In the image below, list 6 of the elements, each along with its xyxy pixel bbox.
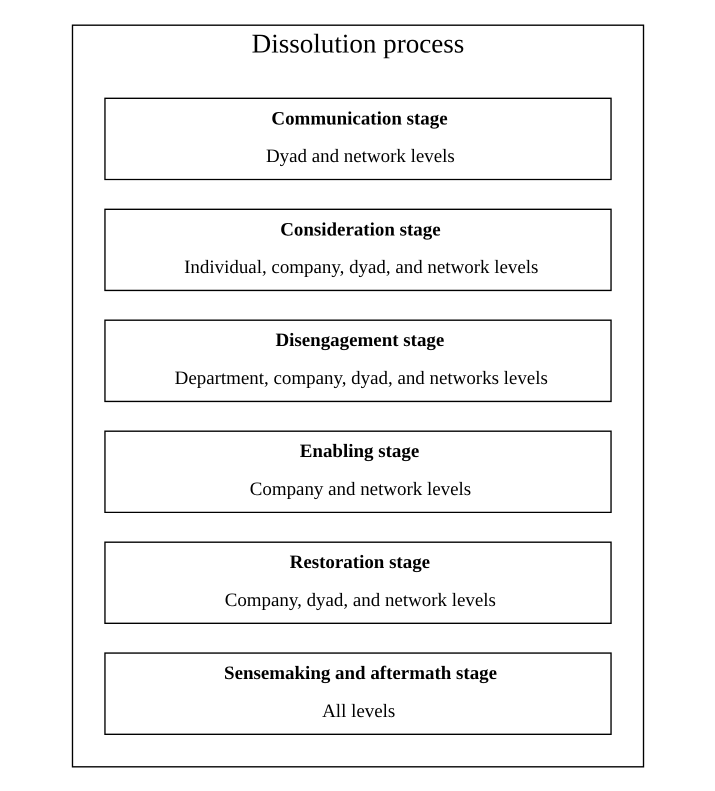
node-box: Enabling stage Company and network levels [104, 430, 612, 513]
node-box: Sensemaking and aftermath stage All levels [104, 652, 612, 734]
node-box: Consideration stage Individual, company, dyad, and network levels [104, 208, 612, 291]
node-box: Communication stage Dyad and network levels [104, 97, 612, 180]
node-box: Restoration stage Company, dyad, and network levels [104, 540, 612, 624]
node-box: Disengagement stage Department, company, dyad, and networks levels [104, 319, 612, 402]
